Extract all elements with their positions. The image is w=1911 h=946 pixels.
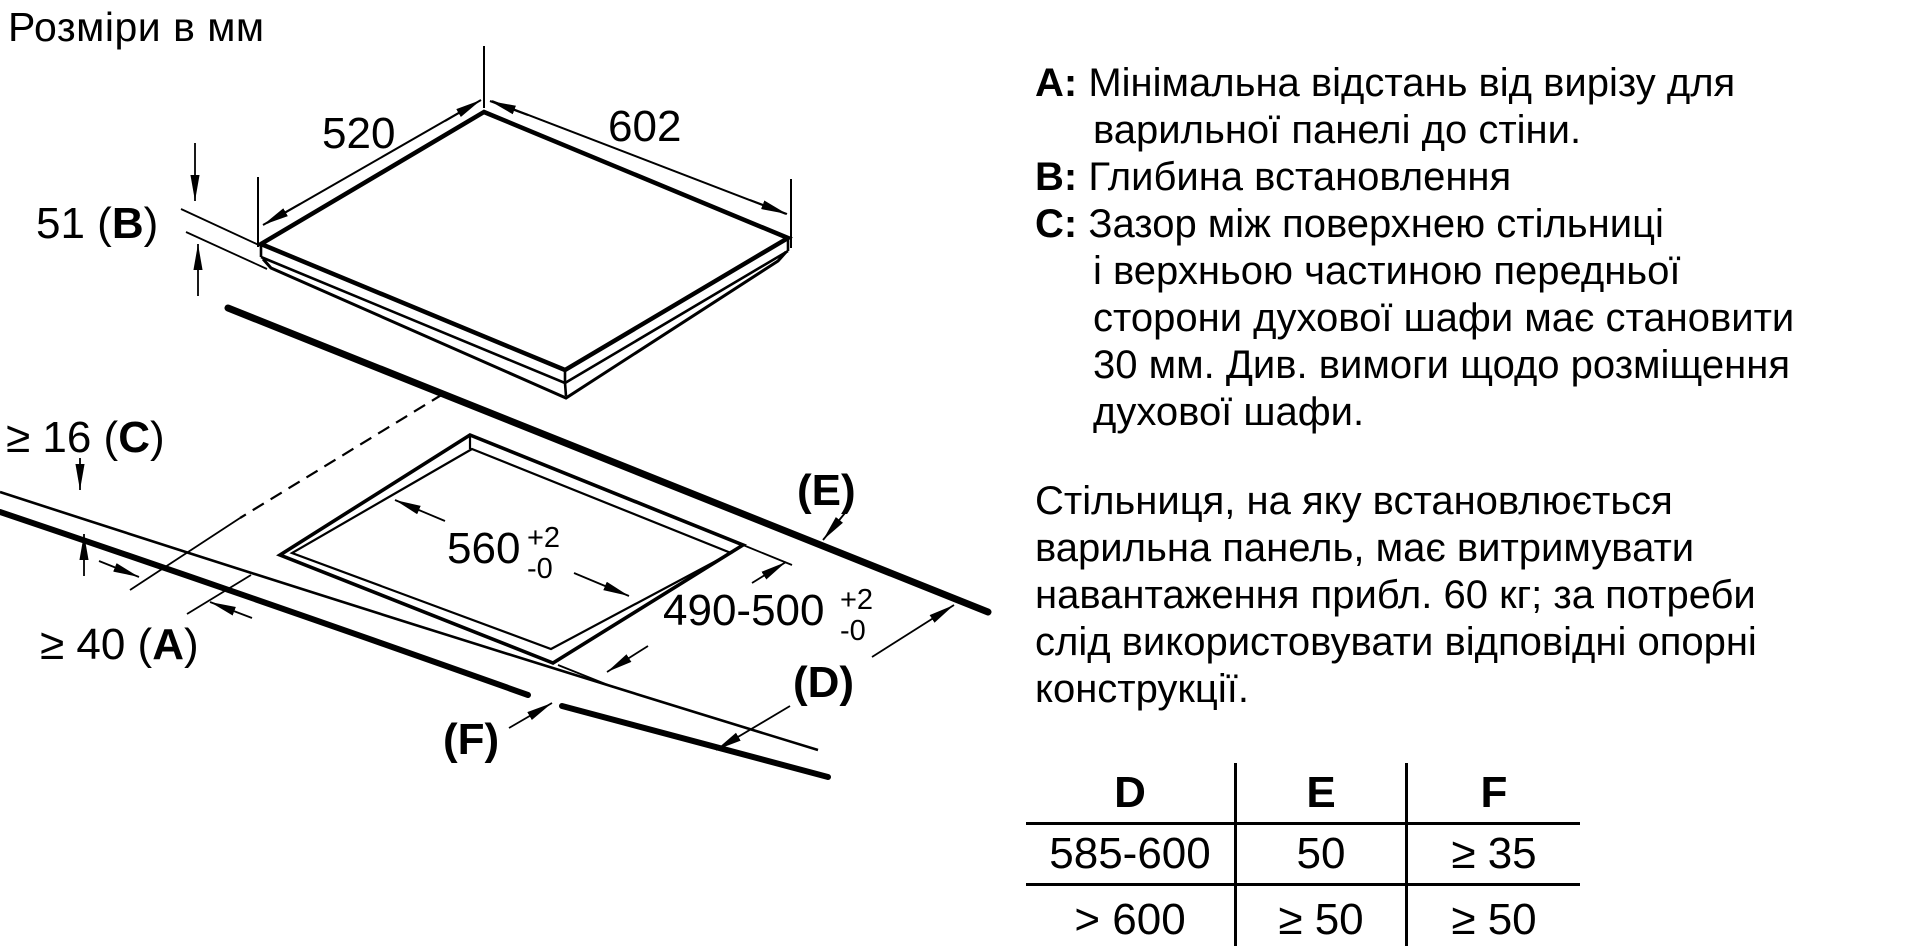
def-table-header-row: D E F (1026, 763, 1580, 825)
dim-560-tol-minus: -0 (527, 553, 553, 585)
legend-item-b: B: Глибина встановлення (1035, 155, 1512, 199)
alignment-lines (129, 393, 444, 615)
dim-c (75, 458, 89, 576)
installation-diagram: 520 602 51 (B) (0, 46, 992, 780)
header-f: F (1406, 763, 1580, 825)
header-d: D (1026, 763, 1237, 825)
dim-520-label: 520 (322, 109, 395, 158)
dim-560-label: 560 (447, 524, 520, 573)
cell-f1: ≥ 35 (1406, 823, 1580, 886)
cell-e1: 50 (1235, 823, 1408, 886)
label-leaders (508, 512, 955, 751)
worktop-edges (0, 304, 992, 780)
dim-51b-label: 51 (B) (36, 199, 158, 248)
cooktop-outline (255, 109, 794, 400)
cell-d2: > 600 (1026, 884, 1237, 946)
legend-text-b: Глибина встановлення (1088, 155, 1512, 199)
dim-51b (180, 143, 268, 296)
dim-602 (489, 100, 792, 248)
dim-490-500 (557, 544, 793, 688)
page-title: Розміри в мм (8, 4, 265, 50)
cell-d1: 585-600 (1026, 823, 1237, 886)
cell-e2: ≥ 50 (1235, 884, 1408, 946)
dim-a-label: ≥ 40 (A) (40, 620, 199, 669)
label-f: (F) (443, 715, 499, 764)
dim-602-label: 602 (608, 102, 681, 151)
legend-letter-b: B (1035, 155, 1064, 199)
cell-f2: ≥ 50 (1451, 895, 1537, 944)
legend-letter-a: A (1035, 61, 1064, 105)
cutout-outline (276, 432, 747, 666)
header-e: E (1235, 763, 1408, 825)
dim-490-500-tol-plus: +2 (840, 584, 873, 616)
dim-520 (257, 46, 485, 247)
table-row: 585-600 50 ≥ 35 (1026, 823, 1580, 886)
dim-560 (394, 499, 630, 597)
def-table: D E F 585-600 50 ≥ 35 > 600 ≥ 50 ≥ 50 (1026, 763, 1580, 946)
label-d: (D) (793, 658, 854, 707)
dim-560-tol-plus: +2 (527, 522, 560, 554)
dim-490-500-tol-minus: -0 (840, 615, 866, 647)
legend-letter-c: C (1035, 202, 1064, 246)
table-row: > 600 ≥ 50 ≥ 50 (1026, 884, 1580, 946)
dim-490-500-label: 490-500 (663, 586, 824, 635)
label-e: (E) (797, 466, 856, 515)
dim-c-label: ≥ 16 (C) (6, 413, 165, 462)
dim-a (98, 560, 253, 619)
